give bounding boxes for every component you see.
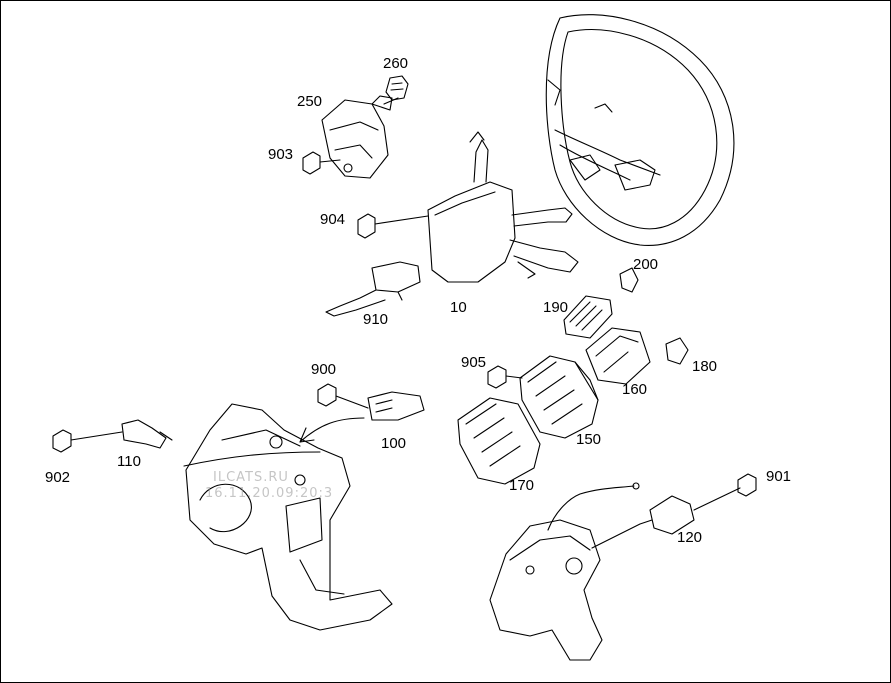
label-902[interactable]: 902 (45, 469, 71, 486)
label-901[interactable]: 901 (766, 468, 792, 485)
part-904-drawing (357, 213, 429, 239)
steering-wheel-drawing (545, 14, 735, 246)
label-900[interactable]: 900 (311, 361, 337, 378)
label-110[interactable]: 110 (117, 453, 141, 470)
parking-brake-drawing (489, 482, 653, 661)
label-250[interactable]: 250 (297, 93, 323, 110)
part-10-drawing (427, 131, 579, 283)
part-150-drawing (519, 355, 599, 439)
part-180-drawing (665, 337, 689, 365)
part-160-drawing (585, 327, 651, 385)
assembly-arrow (299, 417, 365, 443)
part-900-drawing (317, 383, 369, 409)
label-190[interactable]: 190 (543, 299, 569, 316)
part-120-drawing (649, 487, 741, 535)
part-100-drawing (367, 391, 425, 421)
label-904[interactable]: 904 (320, 211, 346, 228)
watermark-line1: ILCATS.RU (213, 470, 289, 485)
watermark-line2: 16.11.20.09:20:3 (205, 486, 334, 501)
part-170-drawing (457, 397, 541, 485)
part-260-drawing (383, 75, 409, 105)
pedal-assembly-drawing (183, 403, 393, 631)
label-170[interactable]: 170 (509, 477, 535, 494)
label-180[interactable]: 180 (692, 358, 718, 375)
part-200-drawing (619, 267, 639, 293)
label-910[interactable]: 910 (363, 311, 389, 328)
part-190-drawing (563, 295, 613, 339)
part-903-drawing (302, 151, 341, 175)
label-120[interactable]: 120 (677, 529, 703, 546)
part-910-drawing (325, 261, 421, 317)
part-250-drawing (321, 95, 393, 179)
label-10[interactable]: 10 (450, 299, 467, 316)
label-260[interactable]: 260 (383, 55, 409, 72)
label-100[interactable]: 100 (381, 435, 407, 452)
label-905[interactable]: 905 (461, 354, 487, 371)
part-901-drawing (737, 473, 757, 497)
label-160[interactable]: 160 (622, 381, 648, 398)
label-150[interactable]: 150 (576, 431, 602, 448)
label-903[interactable]: 903 (268, 146, 294, 163)
part-905-drawing (487, 365, 523, 389)
part-110-drawing (121, 419, 173, 449)
label-200[interactable]: 200 (633, 256, 659, 273)
part-902-drawing (52, 429, 123, 453)
